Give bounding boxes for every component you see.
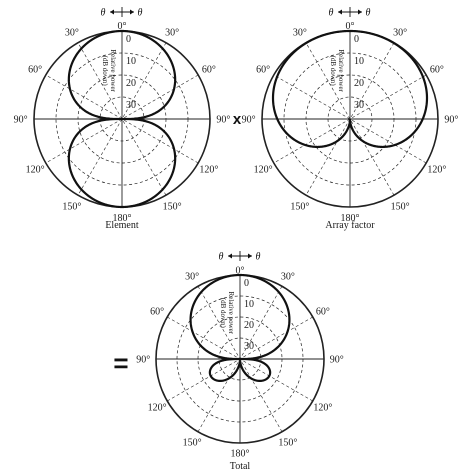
angle-label: 0° — [118, 21, 127, 32]
theta-symbol: θ — [138, 8, 143, 19]
angle-label: 30° — [65, 28, 79, 39]
radial-axis-title-line: (dB down) — [219, 298, 227, 329]
angle-label: 150° — [290, 201, 309, 212]
angle-label: 30° — [185, 272, 199, 283]
total-pattern-curve — [189, 273, 291, 382]
angle-labels: 0° 30° 30° 60° 60° 90° 90° 120° 120° 150° 150° 180° — [14, 21, 231, 224]
angle-label: 120° — [427, 165, 446, 176]
angle-label: 60° — [430, 64, 444, 75]
db-ring-label: 10 — [244, 299, 254, 310]
radial-axis-title-line: Relative power — [109, 49, 117, 92]
array-factor-pattern-curve — [271, 29, 429, 149]
angle-label: 120° — [313, 402, 332, 413]
db-ring-label: 30 — [354, 100, 364, 111]
angle-label: 30° — [393, 28, 407, 39]
radial-axis-title-line: (dB down) — [101, 56, 109, 87]
ring-labels: 0 10 20 30 — [354, 34, 364, 111]
db-ring-label: 30 — [244, 341, 254, 352]
angle-label: 0° — [346, 21, 355, 32]
angle-label: 90° — [136, 355, 150, 366]
diagram-caption: Array factor — [325, 220, 375, 231]
radial-axis-title-line: Relative power — [227, 292, 235, 335]
ring-labels: 0 10 20 30 — [126, 34, 136, 111]
angle-label: 30° — [281, 272, 295, 283]
angle-label: 150° — [62, 201, 81, 212]
angle-label: 90° — [444, 115, 458, 126]
angle-label: 120° — [254, 165, 273, 176]
angle-label: 150° — [391, 201, 410, 212]
angle-label: 60° — [316, 307, 330, 318]
angle-label: 90° — [14, 115, 28, 126]
angle-label: 90° — [216, 115, 230, 126]
diagram-caption: Element — [105, 220, 139, 231]
angle-label: 180° — [113, 213, 132, 224]
angle-labels: 0° 30° 30° 60° 60° 90° 90° 120° 120° 150° 150° 180° — [242, 21, 459, 224]
equals-operator: = — [113, 348, 128, 378]
angle-label: 30° — [165, 28, 179, 39]
db-ring-label: 0 — [354, 34, 359, 45]
angle-labels: 0° 30° 30° 60° 60° 90° 90° 120° 120° 150° 150° 180° — [136, 265, 344, 459]
db-ring-label: 10 — [126, 56, 136, 67]
radial-axis-title-line: (dB down) — [329, 56, 337, 87]
total-pattern-diagram: 0° 30° 30° 60° 60° 90° 90° 120° 120° 150° 150° 180°… — [136, 251, 344, 472]
theta-symbol: θ — [101, 8, 106, 19]
db-ring-label: 0 — [126, 34, 131, 45]
theta-symbol: θ — [219, 252, 224, 263]
array-factor-pattern-diagram: 0° 30° 30° 60° 60° 90° 90° 120° 120° 150° 150° 180°… — [242, 7, 459, 231]
element-pattern-curve — [67, 29, 177, 209]
angle-label: 90° — [330, 355, 344, 366]
theta-symbol: θ — [329, 8, 334, 19]
ring-labels: 0 10 20 30 — [244, 278, 254, 352]
angle-label: 150° — [183, 437, 202, 448]
db-ring-label: 30 — [126, 100, 136, 111]
angle-label: 60° — [150, 307, 164, 318]
radial-axis-title: Relative power(dB down) — [329, 49, 345, 92]
db-ring-label: 0 — [244, 278, 249, 289]
angle-label: 60° — [202, 64, 216, 75]
multiply-operator: x — [233, 111, 242, 128]
db-ring-label: 20 — [354, 78, 364, 89]
angle-label: 150° — [163, 201, 182, 212]
angle-label: 180° — [341, 213, 360, 224]
angle-label: 0° — [236, 265, 245, 276]
db-ring-label: 20 — [126, 78, 136, 89]
angle-label: 120° — [26, 165, 45, 176]
angle-label: 150° — [278, 437, 297, 448]
element-pattern-diagram: 0° 30° 30° 60° 60° 90° 90° 120° 120° 150° 150° 180°… — [14, 7, 231, 231]
angle-label: 60° — [28, 64, 42, 75]
angle-label: 90° — [242, 115, 256, 126]
radial-axis-title: Relative power(dB down) — [101, 49, 117, 92]
theta-symbol: θ — [256, 252, 261, 263]
theta-symbol: θ — [366, 8, 371, 19]
radial-axis-title-line: Relative power — [337, 49, 345, 92]
angle-label: 180° — [231, 449, 250, 460]
angle-label: 120° — [148, 402, 167, 413]
radial-axis-title: Relative power(dB down) — [219, 292, 235, 335]
angle-label: 30° — [293, 28, 307, 39]
diagram-caption: Total — [230, 461, 251, 472]
db-ring-label: 20 — [244, 320, 254, 331]
db-ring-label: 10 — [354, 56, 364, 67]
angle-label: 60° — [256, 64, 270, 75]
angle-label: 120° — [199, 165, 218, 176]
